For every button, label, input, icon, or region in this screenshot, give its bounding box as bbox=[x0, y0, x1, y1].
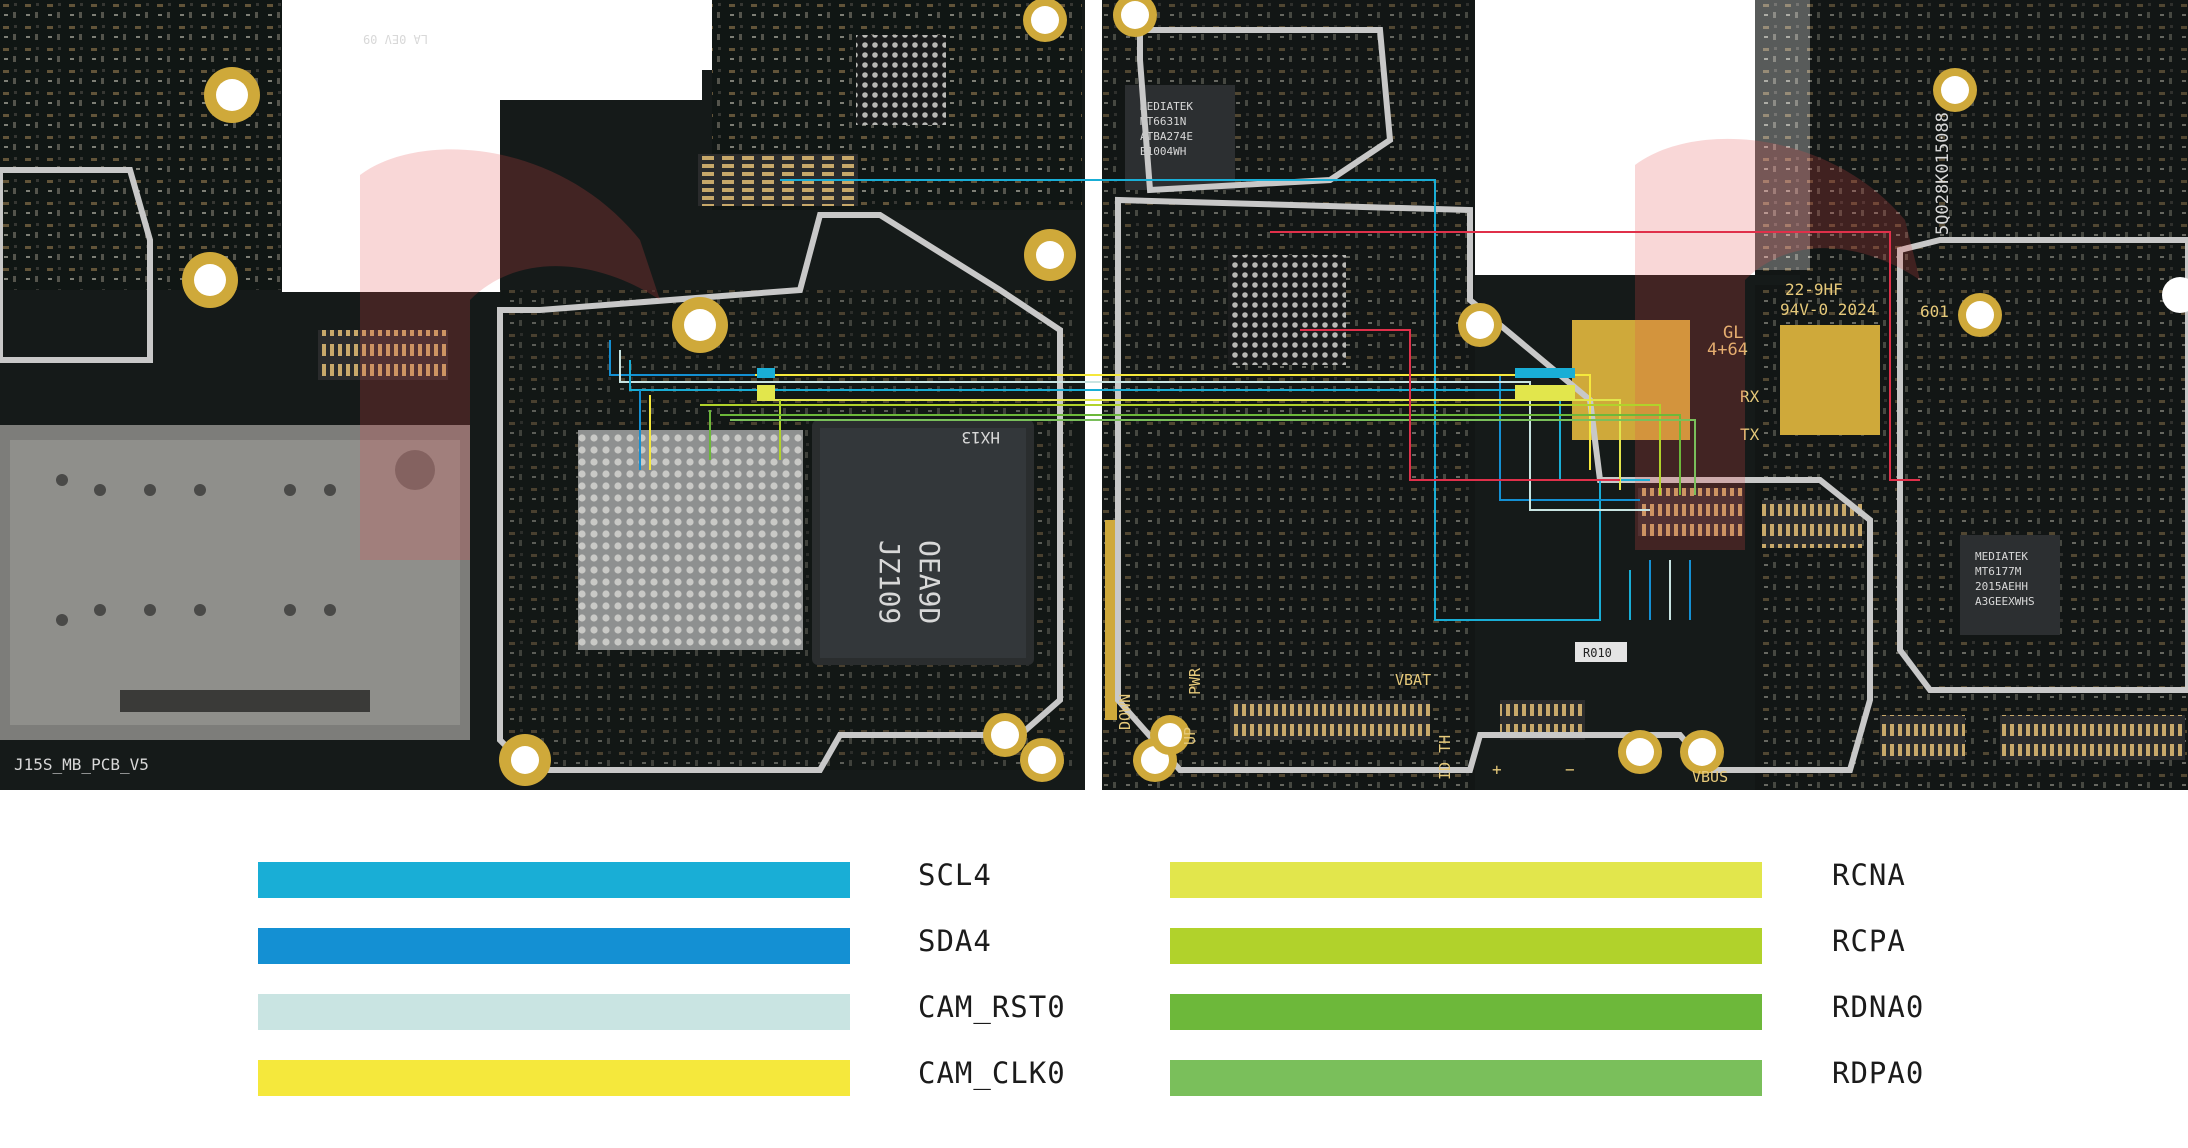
gold-pads bbox=[1105, 320, 1880, 720]
id-th-label: ID TH bbox=[1436, 735, 1454, 780]
trace-highlight-2 bbox=[757, 385, 775, 401]
vbus-label: VBUS bbox=[1692, 768, 1728, 786]
legend-item-cam-rst0: CAM_RST0 bbox=[258, 982, 1065, 1042]
fr4-line-3: 601 bbox=[1920, 302, 1949, 321]
mounting-holes bbox=[182, 0, 2188, 786]
legend-swatch-rdpa0 bbox=[1170, 1060, 1762, 1096]
soc-marking-1: MEDIATEK bbox=[1140, 100, 1193, 113]
plus-label: + bbox=[1492, 760, 1502, 779]
rom-size: 4+64 bbox=[1707, 340, 1748, 360]
sim-tray: J15S_MB_PCB_V5 bbox=[0, 425, 470, 774]
legend-item-rdpa0: RDPA0 bbox=[1170, 1048, 1970, 1108]
soc-marking-4: B1004WH bbox=[1140, 145, 1186, 158]
legend-item-rdna0: RDNA0 bbox=[1170, 982, 1970, 1042]
legend-label-rcna: RCNA bbox=[1832, 858, 1906, 892]
legend-label-sda4: SDA4 bbox=[918, 924, 992, 958]
memory-bga: HX13 OEA9D JZ109 bbox=[578, 420, 1034, 665]
pmic-marking-1: MEDIATEK bbox=[1975, 550, 2028, 563]
chip-top-marking: HX13 bbox=[961, 428, 1000, 447]
down-label: DOWN bbox=[1116, 694, 1134, 730]
connector-bottom-3 bbox=[2000, 715, 2185, 760]
pcb-board-svg: J15S_MB_PCB_V5 HX13 OEA9D JZ109 MEDIATEK… bbox=[0, 0, 2188, 800]
legend-label-cam-rst0: CAM_RST0 bbox=[918, 990, 1066, 1024]
chip-main-marking-1: OEA9D bbox=[913, 540, 946, 624]
serial-label: 5Q028K015088 bbox=[1933, 112, 1953, 235]
pmic-marking-3: 2015AEHH bbox=[1975, 580, 2028, 593]
legend-label-cam-clk0: CAM_CLK0 bbox=[918, 1056, 1066, 1090]
fr4-line-2: 94V-0 2024 bbox=[1780, 300, 1876, 319]
legend: SCL4 SDA4 CAM_RST0 CAM_CLK0 RCNA RCPA RD… bbox=[0, 790, 2188, 1148]
trace-highlight-1 bbox=[757, 368, 775, 378]
legend-swatch-rcna bbox=[1170, 862, 1762, 898]
connector-bottom-1 bbox=[1230, 700, 1430, 740]
r010-label: R010 bbox=[1583, 646, 1612, 660]
rx-label: RX bbox=[1740, 387, 1760, 406]
soc-marking-2: MT6631N bbox=[1140, 115, 1186, 128]
connector-right-1 bbox=[1762, 500, 1862, 548]
vbat-label: VBAT bbox=[1395, 671, 1431, 689]
legend-item-rcpa: RCPA bbox=[1170, 916, 1970, 976]
legend-swatch-scl4 bbox=[258, 862, 850, 898]
legend-swatch-cam-rst0 bbox=[258, 994, 850, 1030]
legend-label-scl4: SCL4 bbox=[918, 858, 992, 892]
minus-label: − bbox=[1565, 760, 1575, 779]
signal-traces bbox=[609, 179, 1920, 621]
watermark bbox=[360, 138, 1920, 560]
soc-marking-3: ATBA274E bbox=[1140, 130, 1193, 143]
camera-connector bbox=[1638, 488, 1743, 536]
connector-bottom-4 bbox=[1880, 715, 1965, 760]
legend-item-sda4: SDA4 bbox=[258, 916, 991, 976]
soc-area: MEDIATEK MT6177M 2015AEHH A3GEEXWHS MEDI… bbox=[856, 35, 2060, 635]
fr4-line-1: 22-9HF bbox=[1785, 280, 1843, 299]
pmic-marking-2: MT6177M bbox=[1975, 565, 2022, 578]
rom-label: GL bbox=[1723, 323, 1743, 343]
legend-swatch-cam-clk0 bbox=[258, 1060, 850, 1096]
legend-label-rdpa0: RDPA0 bbox=[1832, 1056, 1925, 1090]
legend-swatch-sda4 bbox=[258, 928, 850, 964]
pcb-name-label: J15S_MB_PCB_V5 bbox=[14, 755, 149, 774]
tx-label: TX bbox=[1740, 425, 1760, 444]
legend-item-scl4: SCL4 bbox=[258, 850, 991, 910]
trace-highlight-3 bbox=[1515, 368, 1575, 378]
legend-label-rcpa: RCPA bbox=[1832, 924, 1906, 958]
legend-label-rdna0: RDNA0 bbox=[1832, 990, 1925, 1024]
legend-swatch-rcpa bbox=[1170, 928, 1762, 964]
legend-item-cam-clk0: CAM_CLK0 bbox=[258, 1048, 1065, 1108]
pcb-board-image: J15S_MB_PCB_V5 HX13 OEA9D JZ109 MEDIATEK… bbox=[0, 0, 2188, 800]
trace-highlight-4 bbox=[1515, 385, 1575, 401]
small-chip-marking: LA 0EV 09 bbox=[363, 32, 428, 46]
connector-left bbox=[318, 330, 448, 380]
silkscreen-texts: GL 4+64 RX TX 22-9HF 94V-0 2024 601 VBAT… bbox=[363, 32, 1953, 786]
legend-swatch-rdna0 bbox=[1170, 994, 1762, 1030]
connector-top-left bbox=[698, 154, 858, 206]
legend-item-rcna: RCNA bbox=[1170, 850, 1970, 910]
pwr-label: PWR bbox=[1186, 667, 1204, 695]
up-label: UP bbox=[1181, 727, 1199, 745]
chip-main-marking-2: JZ109 bbox=[873, 540, 906, 624]
pmic-marking-4: A3GEEXWHS bbox=[1975, 595, 2035, 608]
